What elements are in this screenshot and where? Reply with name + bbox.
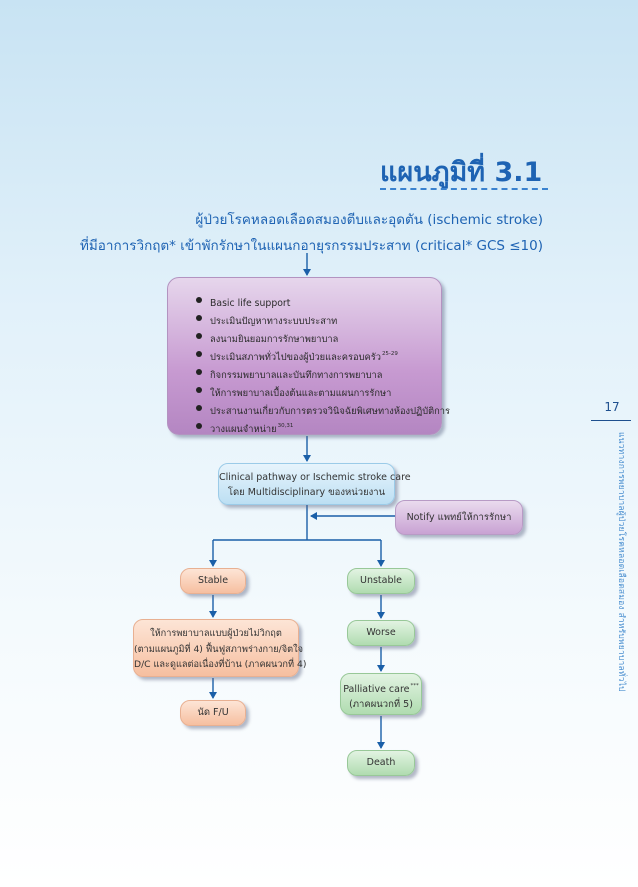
list-item: ประเมินสภาพทั่วไปของผู้ป่วยและครอบครัว25… <box>196 345 431 363</box>
list-item-text: Basic life support <box>210 298 291 309</box>
list-item: ประสานงานเกี่ยวกับการตรวจวินิจฉัยพิเศษทา… <box>196 399 450 417</box>
page-number: 17 <box>604 400 620 414</box>
list-item: วางแผนจำหน่าย30,31 <box>196 417 431 435</box>
list-item-text: ให้การพยาบาลเบื้องต้นและตามแผนการรักษา <box>210 388 392 399</box>
pathway-line2: โดย Multidisciplinary ของหน่วยงาน <box>227 487 386 498</box>
list-item: Basic life support <box>196 291 431 309</box>
reference-mark: 30,31 <box>277 423 294 429</box>
bullet-icon <box>196 369 202 375</box>
reference-mark: 25-29 <box>381 351 398 357</box>
palliative-care-box: Palliative care*** (ภาคผนวกที่ 5) <box>340 673 422 715</box>
followup-box: นัด F/U <box>180 700 246 726</box>
list-item-text: ประเมินปัญหาทางระบบประสาท <box>210 316 338 327</box>
pathway-line1: Clinical pathway or Ischemic stroke care <box>219 472 411 483</box>
initial-care-box: Basic life support ประเมินปัญหาทางระบบปร… <box>167 277 450 435</box>
bullet-icon <box>196 333 202 339</box>
chart-title: แผนภูมิที่ 3.1 <box>380 157 543 188</box>
unstable-box: Unstable <box>347 568 415 594</box>
palliative-line2: (ภาคผนวกที่ 5) <box>349 699 413 710</box>
bullet-icon <box>196 405 202 411</box>
list-item: ประเมินปัญหาทางระบบประสาท <box>196 309 431 327</box>
palliative-line1: Palliative care*** <box>341 679 421 697</box>
list-item-text: ประสานงานเกี่ยวกับการตรวจวินิจฉัยพิเศษทา… <box>210 406 451 417</box>
death-box: Death <box>347 750 415 776</box>
clinical-pathway-box: Clinical pathway or Ischemic stroke care… <box>218 463 411 505</box>
list-item: ให้การพยาบาลเบื้องต้นและตามแผนการรักษา <box>196 381 431 399</box>
bullet-icon <box>196 423 202 429</box>
care-line2: (ตามแผนภูมิที่ 4) ฟื้นฟูสภาพร่างกาย/จิตใ… <box>134 643 303 655</box>
bullet-icon <box>196 315 202 321</box>
noncritical-care-box: ให้การพยาบาลแบบผู้ป่วยไม่วิกฤต (ตามแผนภู… <box>133 619 307 677</box>
list-item-text: กิจกรรมพยาบาลและบันทึกทางการพยาบาล <box>210 370 383 381</box>
initial-care-list: Basic life support ประเมินปัญหาทางระบบปร… <box>196 291 450 435</box>
chart-subtitle-line2: ที่มีอาการวิกฤต* เข้าพักรักษาในแผนกอายุร… <box>80 238 543 254</box>
bullet-icon <box>196 297 202 303</box>
worse-box: Worse <box>347 620 415 646</box>
care-line1: ให้การพยาบาลแบบผู้ป่วยไม่วิกฤต <box>150 628 282 639</box>
list-item-text: ลงนามยินยอมการรักษาพยาบาล <box>210 334 339 345</box>
list-item: กิจกรรมพยาบาลและบันทึกทางการพยาบาล <box>196 363 431 381</box>
list-item-text: ประเมินสภาพทั่วไปของผู้ป่วยและครอบครัว <box>210 352 381 363</box>
page-number-rule <box>591 420 631 421</box>
bullet-icon <box>196 351 202 357</box>
bullet-icon <box>196 387 202 393</box>
list-item-text: วางแผนจำหน่าย <box>210 424 277 435</box>
title-underline <box>380 188 548 190</box>
palliative-mark: *** <box>410 683 419 689</box>
chart-subtitle-line1: ผู้ป่วยโรคหลอดเลือดสมองตีบและอุดตัน (isc… <box>195 212 543 228</box>
running-title: แนวทางการพยาบาลผู้ป่วยโรคหลอดเลือดสมอง ส… <box>616 432 626 692</box>
care-line3: D/C และดูแลต่อเนื่องที่บ้าน (ภาคผนวกที่ … <box>134 659 307 670</box>
stable-box: Stable <box>180 568 246 594</box>
palliative-label: Palliative care <box>343 684 410 695</box>
list-item: ลงนามยินยอมการรักษาพยาบาล <box>196 327 431 345</box>
notify-box: Notify แพทย์ให้การรักษา <box>395 500 523 535</box>
